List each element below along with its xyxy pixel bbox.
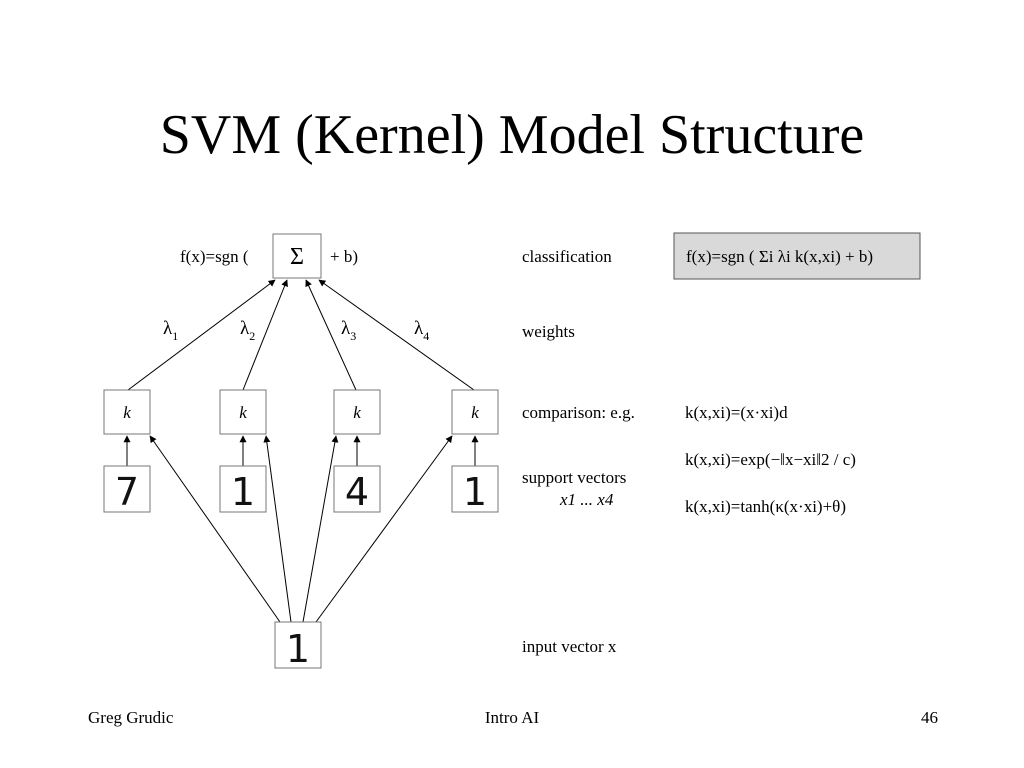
label-support-vectors: support vectors <box>522 468 626 487</box>
support-digit-2: 1 <box>231 470 255 514</box>
input-arrow-1 <box>149 435 281 623</box>
weight-label-4: λ4 <box>414 318 429 343</box>
input-arrows <box>149 435 453 623</box>
kernel-label-1: k <box>123 403 131 422</box>
footer-author: Greg Grudic <box>88 708 174 727</box>
input-arrow-4 <box>315 435 453 623</box>
weight-label-3: λ3 <box>341 318 356 343</box>
formula-sigmoid: k(x,xi)=tanh(κ(x·xi)+θ) <box>685 497 846 516</box>
input-vector-node <box>274 621 322 669</box>
weight-arrows <box>127 279 475 391</box>
slide-title: SVM (Kernel) Model Structure <box>159 104 865 166</box>
output-prefix: f(x)=sgn ( <box>180 247 249 266</box>
footer-page-number: 46 <box>921 708 938 727</box>
label-input-vector: input vector x <box>522 637 617 656</box>
kernel-node-3 <box>333 389 381 435</box>
support-vector-3 <box>333 465 381 513</box>
kernel-node-4 <box>451 389 499 435</box>
input-digit: 1 <box>286 627 310 671</box>
weight-arrow-3 <box>305 279 357 391</box>
label-comparison: comparison: e.g. <box>522 403 635 422</box>
formula-polynomial: k(x,xi)=(x·xi)d <box>685 403 788 422</box>
support-vector-4 <box>451 465 499 513</box>
sigma-symbol: Σ <box>290 244 304 270</box>
label-support-vectors-range: x1 ... x4 <box>559 490 614 509</box>
support-vector-1 <box>103 465 151 513</box>
support-vector-nodes <box>103 465 499 513</box>
support-arrows <box>123 435 479 466</box>
label-weights: weights <box>522 322 575 341</box>
kernel-node-2 <box>219 389 267 435</box>
support-digit-3: 4 <box>345 470 369 514</box>
formula-rbf: k(x,xi)=exp(−‖x−xi‖2 / c) <box>685 450 856 469</box>
kernel-formulas: k(x,xi)=(x·xi)d k(x,xi)=exp(−‖x−xi‖2 / c… <box>685 403 856 516</box>
label-classification: classification <box>522 247 612 266</box>
weight-label-1: λ1 <box>163 318 178 343</box>
support-digit-1: 7 <box>115 470 139 514</box>
kernel-node-1 <box>103 389 151 435</box>
input-arrow-2 <box>263 435 292 623</box>
weight-arrow-1 <box>127 279 276 391</box>
output-suffix: + b) <box>330 247 358 266</box>
classification-formula: f(x)=sgn ( Σi λi k(x,xi) + b) <box>686 247 873 266</box>
footer-course: Intro AI <box>484 708 540 727</box>
support-vector-2 <box>219 465 267 513</box>
output-node: f(x)=sgn ( Σ + b) <box>180 233 358 279</box>
kernel-label-2: k <box>239 403 247 422</box>
weight-arrow-2 <box>242 279 288 391</box>
kernel-label-4: k <box>471 403 479 422</box>
kernel-label-3: k <box>353 403 361 422</box>
weight-arrow-4 <box>318 279 475 391</box>
support-digit-4: 1 <box>463 470 487 514</box>
classification-formula-box <box>673 232 921 280</box>
weight-labels: λ1 λ2 λ3 λ4 <box>163 318 429 343</box>
layer-labels: classification weights comparison: e.g. … <box>522 247 635 656</box>
kernel-nodes <box>103 389 499 435</box>
weight-label-2: λ2 <box>240 318 255 343</box>
input-arrow-3 <box>302 435 339 623</box>
